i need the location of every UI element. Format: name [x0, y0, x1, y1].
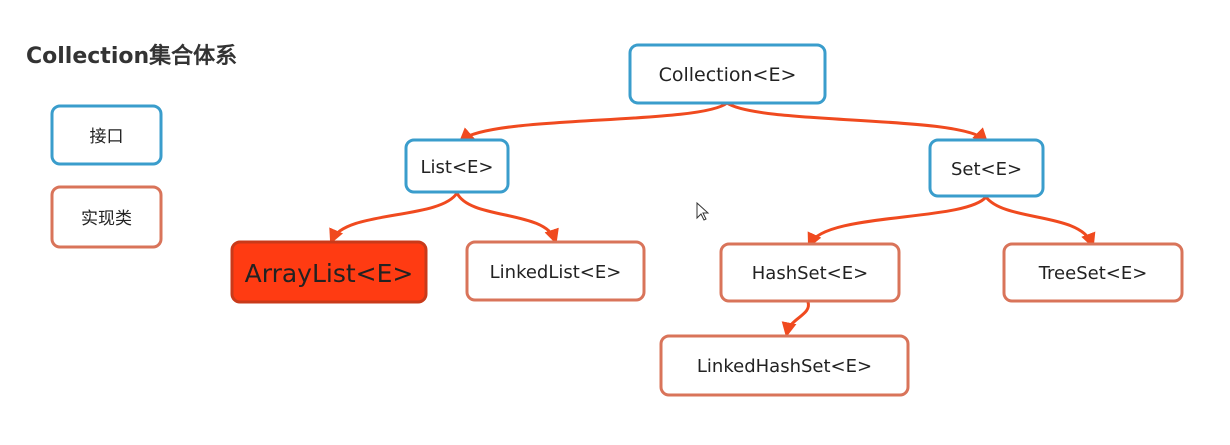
node-collection-label: Collection<E>	[659, 64, 797, 86]
legend: 接口 实现类	[50, 104, 163, 249]
node-arraylist-label: ArrayList<E>	[245, 259, 414, 288]
node-hashset: HashSet<E>	[719, 242, 901, 303]
node-linkedhashset-label: LinkedHashSet<E>	[697, 356, 872, 377]
node-linkedhashset-box	[659, 334, 910, 397]
edge-set-treeset	[984, 195, 1096, 249]
edge-list-arraylist	[329, 192, 459, 245]
node-set-label: Set<E>	[951, 159, 1022, 180]
legend-implementation: 实现类	[50, 185, 163, 249]
mouse-cursor-icon	[696, 201, 710, 221]
node-linkedlist: LinkedList<E>	[465, 240, 646, 302]
node-treeset-box	[1002, 242, 1184, 303]
page-title: Collection集合体系	[26, 43, 237, 69]
node-treeset: TreeSet<E>	[1002, 242, 1184, 303]
legend-interface-swatch	[50, 104, 163, 166]
legend-interface-label: 接口	[90, 127, 124, 147]
node-set-box	[928, 138, 1045, 198]
edges	[329, 101, 1096, 338]
node-hashset-box	[719, 242, 901, 303]
node-arraylist-box	[230, 240, 428, 304]
edge-collection-set	[726, 101, 989, 144]
edge-hashset-linkedhashset	[781, 301, 810, 338]
edge-list-linkedlist	[455, 192, 559, 245]
node-arraylist: ArrayList<E>	[230, 240, 428, 304]
node-linkedlist-label: LinkedList<E>	[490, 262, 622, 283]
legend-interface: 接口	[50, 104, 163, 166]
node-collection: Collection<E>	[628, 43, 827, 105]
edge-set-hashset	[807, 195, 988, 249]
legend-impl-swatch	[50, 185, 163, 249]
node-collection-box	[628, 43, 827, 105]
node-hashset-label: HashSet<E>	[752, 263, 868, 284]
node-treeset-label: TreeSet<E>	[1038, 263, 1148, 284]
node-linkedlist-box	[465, 240, 646, 302]
node-set: Set<E>	[928, 138, 1045, 198]
node-list: List<E>	[404, 138, 510, 194]
node-list-label: List<E>	[420, 157, 493, 178]
legend-impl-label: 实现类	[81, 209, 132, 229]
edge-collection-list	[458, 101, 728, 143]
node-linkedhashset: LinkedHashSet<E>	[659, 334, 910, 397]
node-list-box	[404, 138, 510, 194]
